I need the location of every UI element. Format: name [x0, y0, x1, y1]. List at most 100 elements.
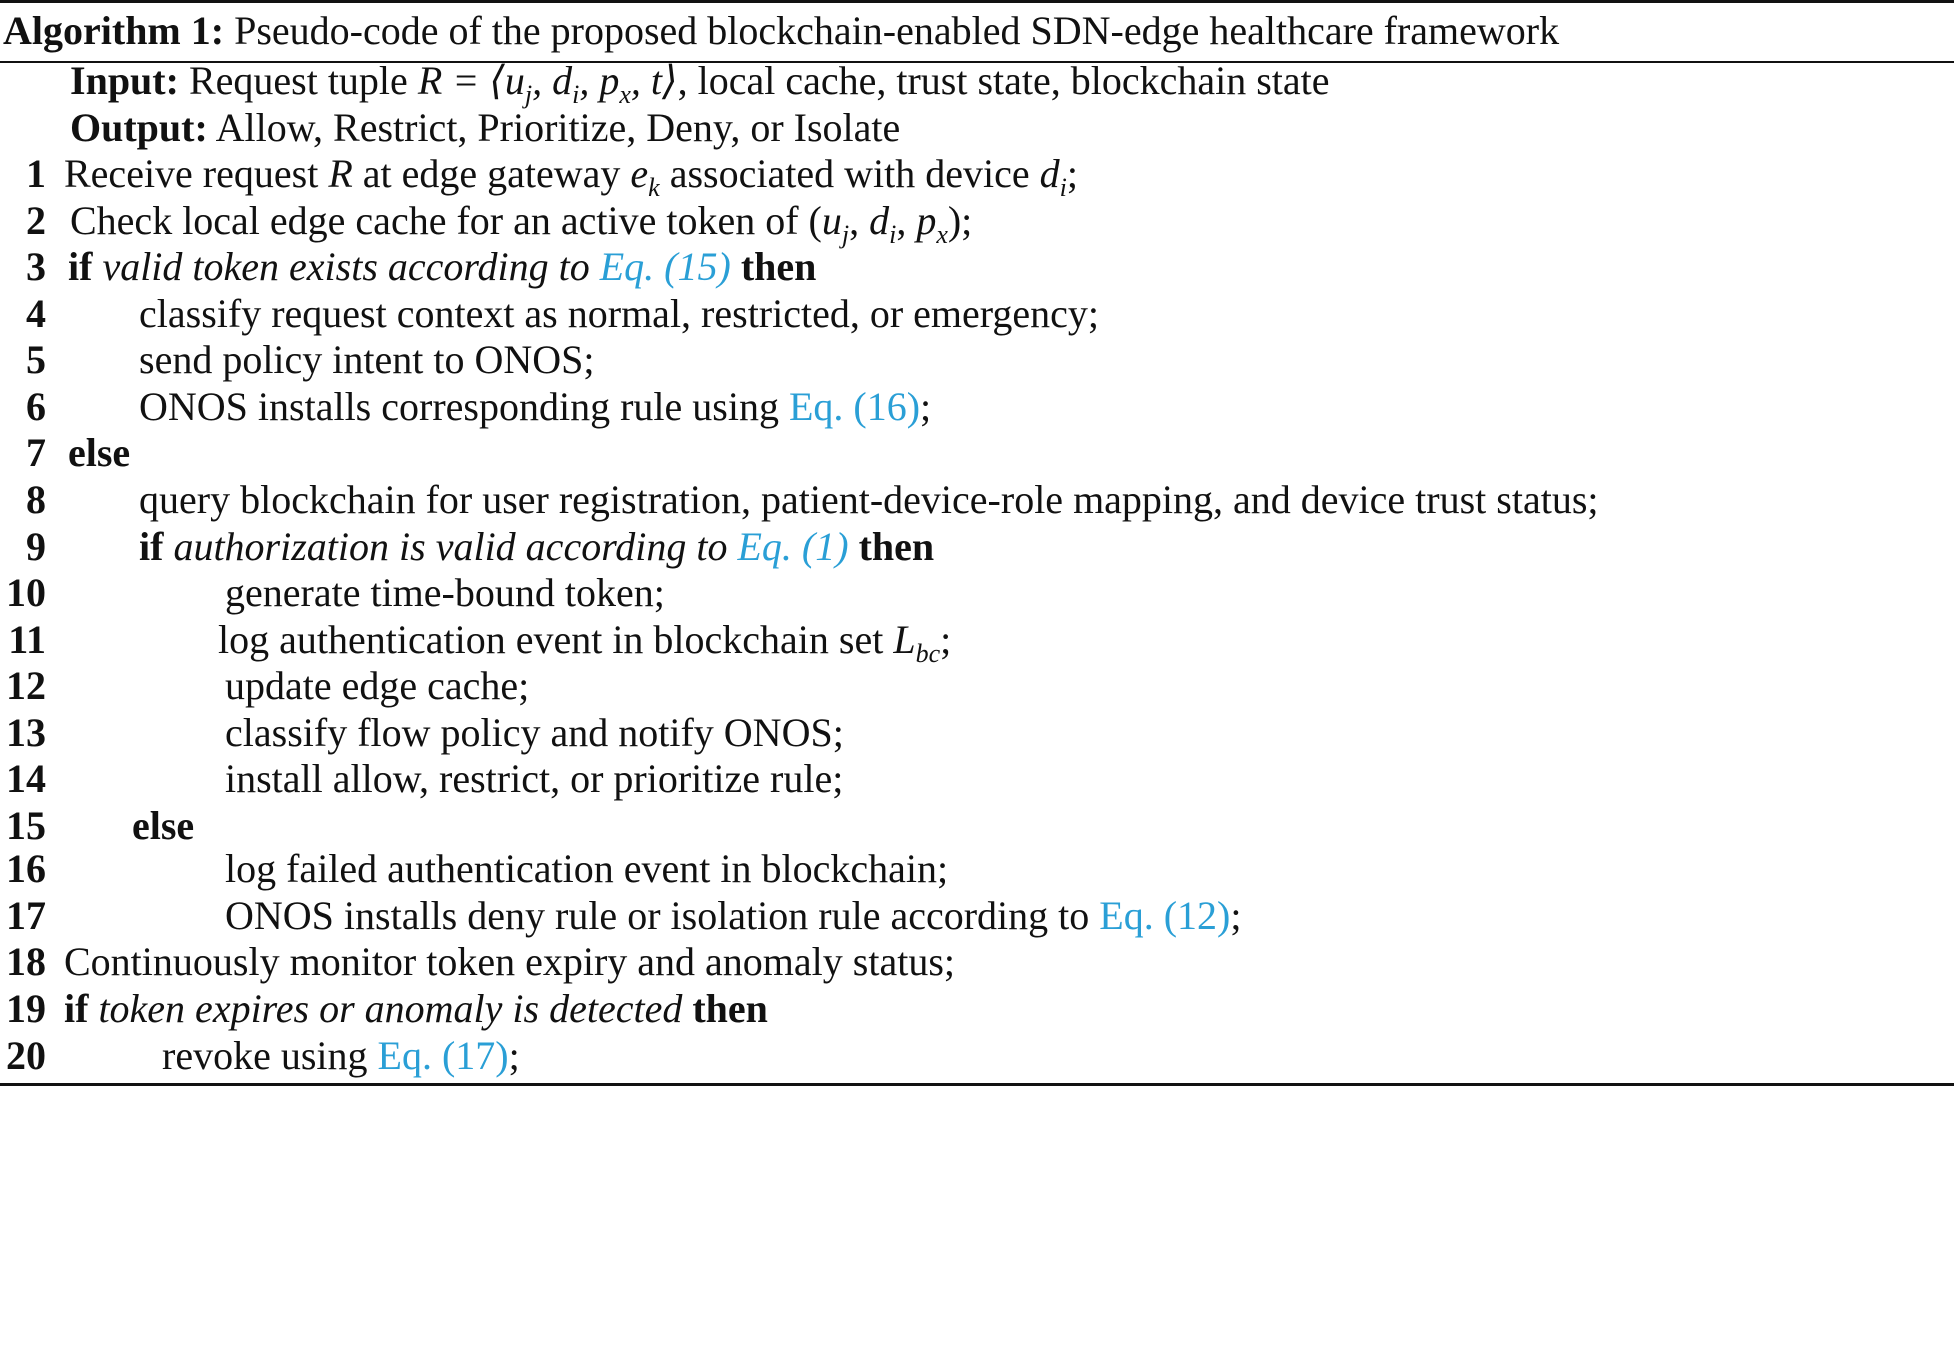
- text-seg: ;: [1230, 893, 1242, 938]
- line-number: 7: [26, 430, 46, 475]
- line-number: 8: [26, 477, 46, 522]
- line-body: log authentication event in blockchain s…: [218, 611, 951, 669]
- math-var: p: [916, 198, 937, 243]
- math-sub: bc: [915, 639, 941, 668]
- math-var: u: [821, 198, 842, 243]
- line-number: 19: [6, 986, 46, 1031]
- math-sub: i: [889, 220, 897, 249]
- line-body: Continuously monitor token expiry and an…: [64, 939, 956, 984]
- line-body: log failed authentication event in block…: [225, 846, 949, 891]
- keyword-if: if: [64, 986, 89, 1031]
- algo-line-20: 20 revoke using Eq. (17);: [0, 1027, 1954, 1085]
- text-seg: ;: [940, 617, 952, 662]
- bottom-rule: [0, 1083, 1954, 1086]
- line-number: 1: [26, 151, 46, 196]
- algo-line-10: 10 generate time-bound token;: [0, 564, 1954, 622]
- equation-link[interactable]: Eq. (1): [737, 524, 849, 569]
- condition-text: valid token exists according to: [102, 244, 590, 289]
- input-sub-i: i: [572, 80, 580, 109]
- input-pre: Request tuple: [188, 58, 418, 103]
- keyword-else: else: [132, 803, 195, 848]
- keyword-if: if: [139, 524, 164, 569]
- keyword-then: then: [858, 524, 935, 569]
- algo-line-7: 7 else: [0, 424, 1954, 482]
- keyword-else: else: [68, 430, 131, 475]
- line-number: 20: [6, 1033, 46, 1078]
- algo-line-9: 9 if authorization is valid according to…: [0, 518, 1954, 576]
- keyword-then: then: [740, 244, 817, 289]
- line-body: ONOS installs deny rule or isolation rul…: [225, 887, 1241, 945]
- algo-line-15: 15 else: [0, 797, 1954, 855]
- algo-line-2: 2 Check local edge cache for an active t…: [0, 192, 1954, 250]
- line-number: 6: [26, 384, 46, 429]
- text-seg: Receive request: [64, 151, 329, 196]
- line-number: 2: [26, 198, 46, 243]
- top-rule: [0, 0, 1954, 3]
- condition-text: authorization is valid according to: [173, 524, 728, 569]
- algo-line-5: 5 send policy intent to ONOS;: [0, 331, 1954, 389]
- math-sub: k: [648, 173, 660, 202]
- text-seg: Check local edge cache for an active tok…: [70, 198, 822, 243]
- text-seg: ,: [896, 198, 917, 243]
- line-number: 13: [6, 710, 46, 755]
- input-line: Input: Request tuple R = ⟨uj, di, px, t⟩…: [70, 52, 1330, 110]
- line-number: 9: [26, 524, 46, 569]
- text-seg: ,: [849, 198, 870, 243]
- algo-line-13: 13 classify flow policy and notify ONOS;: [0, 704, 1954, 762]
- input-sub-x: x: [619, 80, 631, 109]
- math-var: L: [893, 617, 916, 662]
- line-body: send policy intent to ONOS;: [139, 337, 595, 382]
- algo-line-6: 6 ONOS installs corresponding rule using…: [0, 378, 1954, 436]
- line-number: 16: [6, 846, 46, 891]
- equation-link[interactable]: Eq. (17): [377, 1033, 509, 1078]
- algo-line-11: 11 log authentication event in blockchai…: [0, 611, 1954, 669]
- text-seg: at edge gateway: [352, 151, 631, 196]
- input-post: , local cache, trust state, blockchain s…: [677, 58, 1330, 103]
- line-body: query blockchain for user registration, …: [139, 477, 1599, 522]
- math-sub: j: [841, 220, 850, 249]
- caption-label: Algorithm 1:: [3, 8, 225, 53]
- line-body: if token expires or anomaly is detected …: [64, 980, 768, 1038]
- algo-line-4: 4 classify request context as normal, re…: [0, 285, 1954, 343]
- algo-line-14: 14 install allow, restrict, or prioritiz…: [0, 750, 1954, 808]
- line-body: classify flow policy and notify ONOS;: [225, 710, 844, 755]
- input-label: Input:: [70, 58, 179, 103]
- math-var: e: [630, 151, 649, 196]
- algo-line-3: 3 if valid token exists according to Eq.…: [0, 238, 1954, 296]
- line-body: if valid token exists according to Eq. (…: [68, 238, 816, 296]
- line-number: 18: [6, 939, 46, 984]
- text-seg: ;: [920, 384, 932, 429]
- condition-text: token expires or anomaly is detected: [98, 986, 683, 1031]
- math-sub: x: [936, 220, 948, 249]
- line-number: 15: [6, 803, 46, 848]
- algo-line-8: 8 query blockchain for user registration…: [0, 471, 1954, 529]
- equation-link[interactable]: Eq. (16): [788, 384, 921, 429]
- equation-link[interactable]: Eq. (15): [599, 244, 731, 289]
- line-number: 10: [6, 570, 46, 615]
- text-seg: ONOS installs deny rule or isolation rul…: [225, 893, 1100, 938]
- line-number: 4: [26, 291, 46, 336]
- input-sub-j: j: [524, 80, 533, 109]
- input-math-d: , d: [532, 58, 573, 103]
- equation-link[interactable]: Eq. (12): [1099, 893, 1231, 938]
- math-var: d: [869, 198, 890, 243]
- caption-text: Pseudo-code of the proposed blockchain-e…: [234, 8, 1560, 53]
- text-seg: ;: [1066, 151, 1078, 196]
- line-body: Check local edge cache for an active tok…: [70, 192, 972, 250]
- text-seg: ONOS installs corresponding rule using: [139, 384, 789, 429]
- keyword-if: if: [68, 244, 93, 289]
- caption-rule: [0, 61, 1954, 63]
- line-number: 11: [8, 617, 46, 662]
- algo-line-1: 1 Receive request R at edge gateway ek a…: [0, 145, 1954, 203]
- line-body: classify request context as normal, rest…: [139, 291, 1100, 336]
- line-number: 17: [6, 893, 46, 938]
- algo-line-18: 18 Continuously monitor token expiry and…: [0, 933, 1954, 991]
- keyword-then: then: [692, 986, 768, 1031]
- math-var: R: [328, 151, 353, 196]
- math-sub: i: [1059, 173, 1067, 202]
- text-seg: associated with device: [659, 151, 1040, 196]
- output-text: Allow, Restrict, Prioritize, Deny, or Is…: [215, 105, 901, 150]
- line-body: revoke using Eq. (17);: [162, 1027, 520, 1085]
- algo-line-12: 12 update edge cache;: [0, 657, 1954, 715]
- text-seg: revoke using: [162, 1033, 378, 1078]
